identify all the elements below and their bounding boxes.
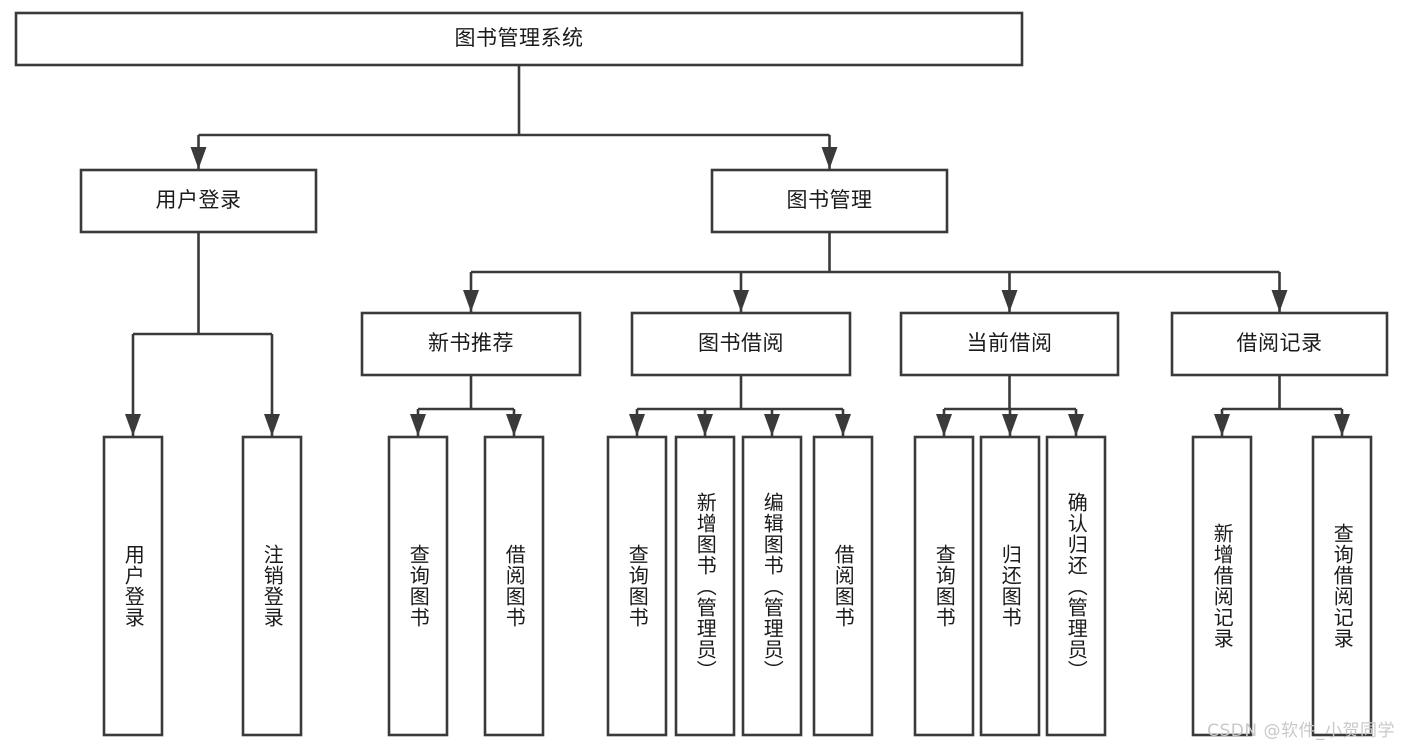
arrow-head-icon-leaf-logout (264, 414, 280, 436)
arrow-head-icon-leaf-edit-book (764, 414, 780, 436)
node-box-leaf-query-book-recommend[interactable] (387, 435, 449, 737)
node-box-book-manage[interactable] (710, 168, 949, 234)
arrow-head-icon-leaf-borrow-book-recommend (506, 414, 522, 436)
connector-lines (125, 65, 1350, 436)
node-box-book-borrow[interactable] (630, 311, 852, 377)
node-box-leaf-query-book-borrow[interactable] (606, 435, 668, 737)
arrow-head-icon-book-borrow (733, 290, 749, 312)
arrow-head-icon-leaf-query-book-current (936, 414, 952, 436)
arrow-head-icon-leaf-query-book-borrow (629, 414, 645, 436)
arrow-head-icon-leaf-add-record (1214, 414, 1230, 436)
arrow-head-icon-borrow-record (1271, 290, 1288, 312)
arrow-head-icon-leaf-user-login (125, 414, 141, 436)
node-box-leaf-user-login[interactable] (102, 435, 164, 737)
arrow-head-icon-current-borrow (1001, 290, 1018, 312)
node-box-leaf-add-book[interactable] (674, 435, 736, 737)
node-box-new-book-recommend[interactable] (360, 311, 582, 377)
arrow-head-icon-leaf-confirm-return (1068, 414, 1084, 436)
node-box-user-login[interactable] (79, 168, 318, 234)
node-box-leaf-query-record[interactable] (1311, 435, 1373, 737)
watermark-text: CSDN @软件_小贺同学 (1207, 721, 1395, 741)
node-box-borrow-record[interactable] (1170, 311, 1389, 377)
node-box-leaf-query-book-current[interactable] (913, 435, 975, 737)
arrow-head-icon-book-manage (821, 147, 838, 169)
arrow-head-icon-new-book-recommend (463, 290, 479, 312)
node-box-root[interactable] (14, 11, 1024, 67)
arrow-head-icon-leaf-borrow-book (835, 414, 851, 436)
arrow-head-icon-leaf-add-book (697, 414, 713, 436)
arrow-head-icon-leaf-return-book (1002, 414, 1018, 436)
node-boxes (14, 11, 1389, 737)
node-box-leaf-return-book[interactable] (979, 435, 1041, 737)
node-box-leaf-edit-book[interactable] (741, 435, 803, 737)
node-box-leaf-confirm-return[interactable] (1045, 435, 1107, 737)
arrow-head-icon-leaf-query-book-recommend (410, 414, 426, 436)
node-box-leaf-logout[interactable] (241, 435, 303, 737)
arrow-head-icon-leaf-query-record (1334, 414, 1350, 436)
arrow-head-icon-user-login (190, 147, 207, 169)
node-box-leaf-borrow-book-recommend[interactable] (483, 435, 545, 737)
node-box-leaf-add-record[interactable] (1191, 435, 1253, 737)
node-box-current-borrow[interactable] (899, 311, 1120, 377)
node-box-leaf-borrow-book[interactable] (812, 435, 874, 737)
